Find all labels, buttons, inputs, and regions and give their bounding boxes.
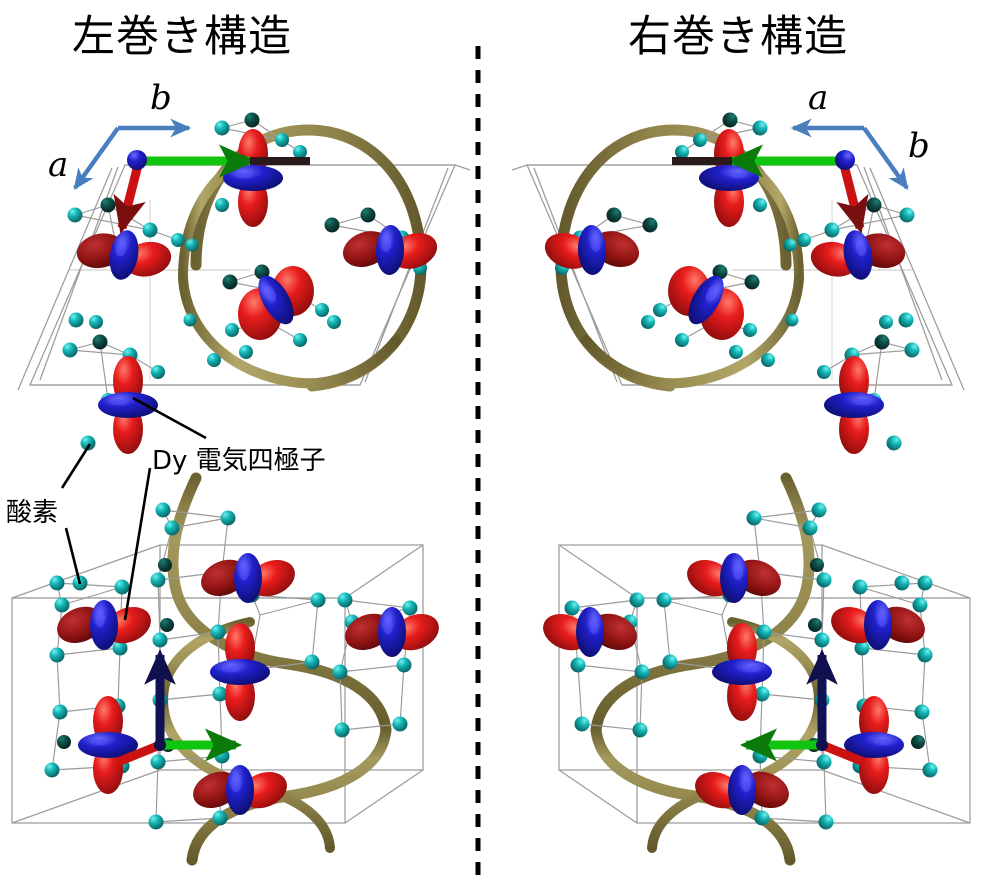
- axis-triad-top-left: [113, 144, 310, 235]
- quadrupoles-top-right: [539, 129, 909, 454]
- quadrupoles-bottom-left: [50, 534, 446, 834]
- axis-triad-bottom-right: [739, 649, 866, 767]
- annotation-oxygen-label: 酸素: [6, 498, 59, 528]
- axis-triad-bottom-left: [116, 649, 243, 767]
- leader-line-oxygen-top: [60, 443, 92, 489]
- panel-title-left: 左巻き構造: [72, 12, 292, 62]
- leader-line-quadrupole-top: [132, 396, 207, 440]
- annotation-quadrupole-label: Dy 電気四極子: [152, 446, 326, 476]
- panel-title-right: 右巻き構造: [628, 12, 848, 62]
- axis-label-a-left: a: [48, 145, 69, 185]
- axis-label-b-left: b: [150, 78, 172, 118]
- leader-line-oxygen-bottom: [64, 527, 82, 585]
- panel-top-left: [17, 112, 471, 454]
- axis-triad-top-right: [672, 144, 869, 235]
- axis-label-a-right: a: [808, 78, 829, 118]
- panel-bottom-left: [11, 472, 446, 866]
- leader-line-quadrupole-bottom: [123, 467, 152, 621]
- panel-top-right: [511, 112, 965, 454]
- panel-bottom-right: [536, 472, 971, 866]
- axis-label-b-right: b: [908, 126, 930, 166]
- annotation-leader-lines: [60, 396, 207, 621]
- quadrupoles-bottom-right: [536, 534, 932, 834]
- quadrupoles-top-left: [73, 129, 443, 454]
- crystal-axis-arrows-top-left: [73, 118, 192, 190]
- crystal-axis-arrows-top-right: [790, 118, 909, 190]
